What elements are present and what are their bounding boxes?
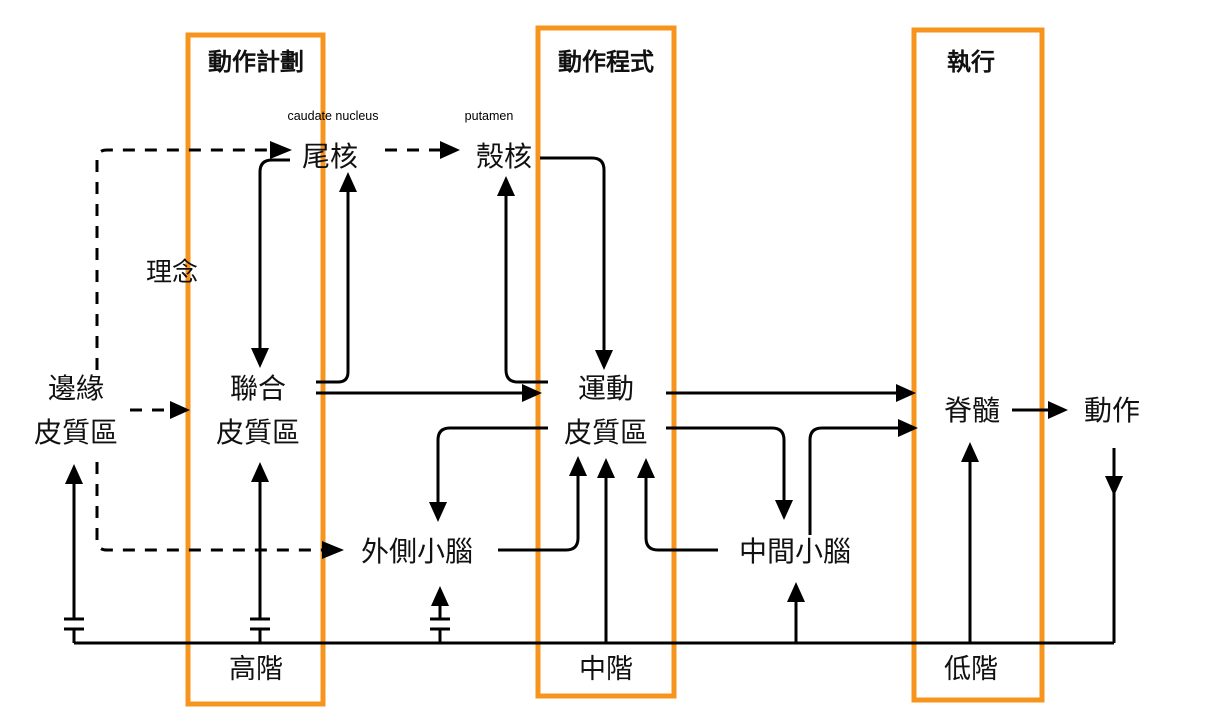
program-column-box: [535, 25, 677, 699]
intermediate-cerebellum-label: 中間小腦: [739, 535, 851, 568]
intermediate-cerebellum-to-spinal-arrowhead: [898, 419, 918, 437]
association-to-motor-arrowhead: [522, 384, 542, 402]
baseline-to-lateral-cerebellum-arrowhead: [431, 586, 449, 606]
lateral-cerebellum-to-motor-arrowhead: [569, 456, 587, 476]
limbic-to-lateral-cerebellum-dashed-line: [95, 462, 322, 552]
motor-to-intermediate-cerebellum-arrowhead: [775, 500, 793, 520]
high-level-label: 高階: [229, 654, 283, 685]
limbic-to-caudate-dashed-line: [95, 148, 270, 370]
motor-to-intermediate-cerebellum-line: [666, 426, 786, 500]
intermediate-cerebellum-to-motor-arrowhead: [637, 458, 655, 478]
motor-to-putamen-line: [504, 196, 548, 384]
putamen-english-label: putamen: [465, 109, 514, 123]
motor-to-spinal-arrowhead: [896, 384, 916, 402]
association-to-caudate-arrowhead: [339, 172, 357, 192]
low-level-to-spinal-arrowhead: [961, 442, 979, 462]
movement-label: 動作: [1084, 394, 1140, 427]
solid-arrows: [64, 156, 1123, 645]
intermediate-cerebellum-to-motor-line: [644, 478, 718, 552]
limbic-to-lateral-cerebellum-arrowhead: [322, 541, 344, 559]
putamen-to-motor-line: [540, 156, 606, 350]
spinal-cord-label: 脊髓: [944, 394, 1000, 427]
movement-feedback-arrowhead: [1105, 476, 1123, 496]
caudate-english-label: caudate nucleus: [287, 109, 378, 123]
putamen-to-motor-arrowhead: [595, 350, 613, 370]
program-heading: 動作程式: [558, 48, 654, 76]
motor-to-lateral-cerebellum-arrowhead: [429, 502, 447, 522]
idea-label: 理念: [146, 258, 198, 288]
limbic-cortex-label-line1: 邊緣: [48, 372, 104, 405]
association-cortex-label-line2: 皮質區: [216, 416, 300, 449]
caudate-to-association-arrowhead: [251, 348, 269, 368]
middle-level-to-motor-arrowhead: [597, 458, 615, 478]
limbic-to-association-arrowhead: [170, 401, 190, 419]
dashed-arrows: [95, 141, 460, 559]
spinal-to-movement-arrowhead: [1048, 401, 1068, 419]
baseline-to-intermediate-cerebellum-arrowhead: [787, 582, 805, 602]
association-to-caudate-line: [316, 192, 350, 384]
low-level-label: 低階: [944, 654, 998, 685]
caudate-to-association-line: [258, 158, 290, 348]
execution-heading: 執行: [947, 48, 995, 76]
limbic-to-caudate-arrowhead: [270, 141, 292, 159]
limbic-cortex-label-line2: 皮質區: [34, 416, 118, 449]
middle-level-label: 中階: [579, 654, 633, 685]
putamen-label: 殼核: [476, 140, 532, 173]
association-cortex-label-line1: 聯合: [230, 372, 286, 405]
execution-column-box: [911, 27, 1045, 703]
motor-to-putamen-arrowhead: [497, 176, 515, 196]
high-level-to-association-arrowhead: [251, 462, 269, 482]
caudate-nucleus-label: 尾核: [302, 140, 358, 173]
motor-cortex-label-line2: 皮質區: [564, 416, 648, 449]
motor-cortex-label-line1: 運動: [578, 372, 634, 405]
planning-heading: 動作計劃: [208, 48, 304, 76]
planning-column-box: [185, 32, 326, 707]
caudate-to-putamen-arrowhead: [440, 141, 460, 159]
lateral-cerebellum-label: 外側小腦: [361, 535, 473, 568]
baseline-to-limbic-arrowhead: [65, 464, 83, 484]
motor-to-lateral-cerebellum-line: [436, 426, 548, 502]
intermediate-cerebellum-to-spinal-line: [808, 426, 898, 535]
lateral-cerebellum-to-motor-line: [498, 476, 580, 552]
